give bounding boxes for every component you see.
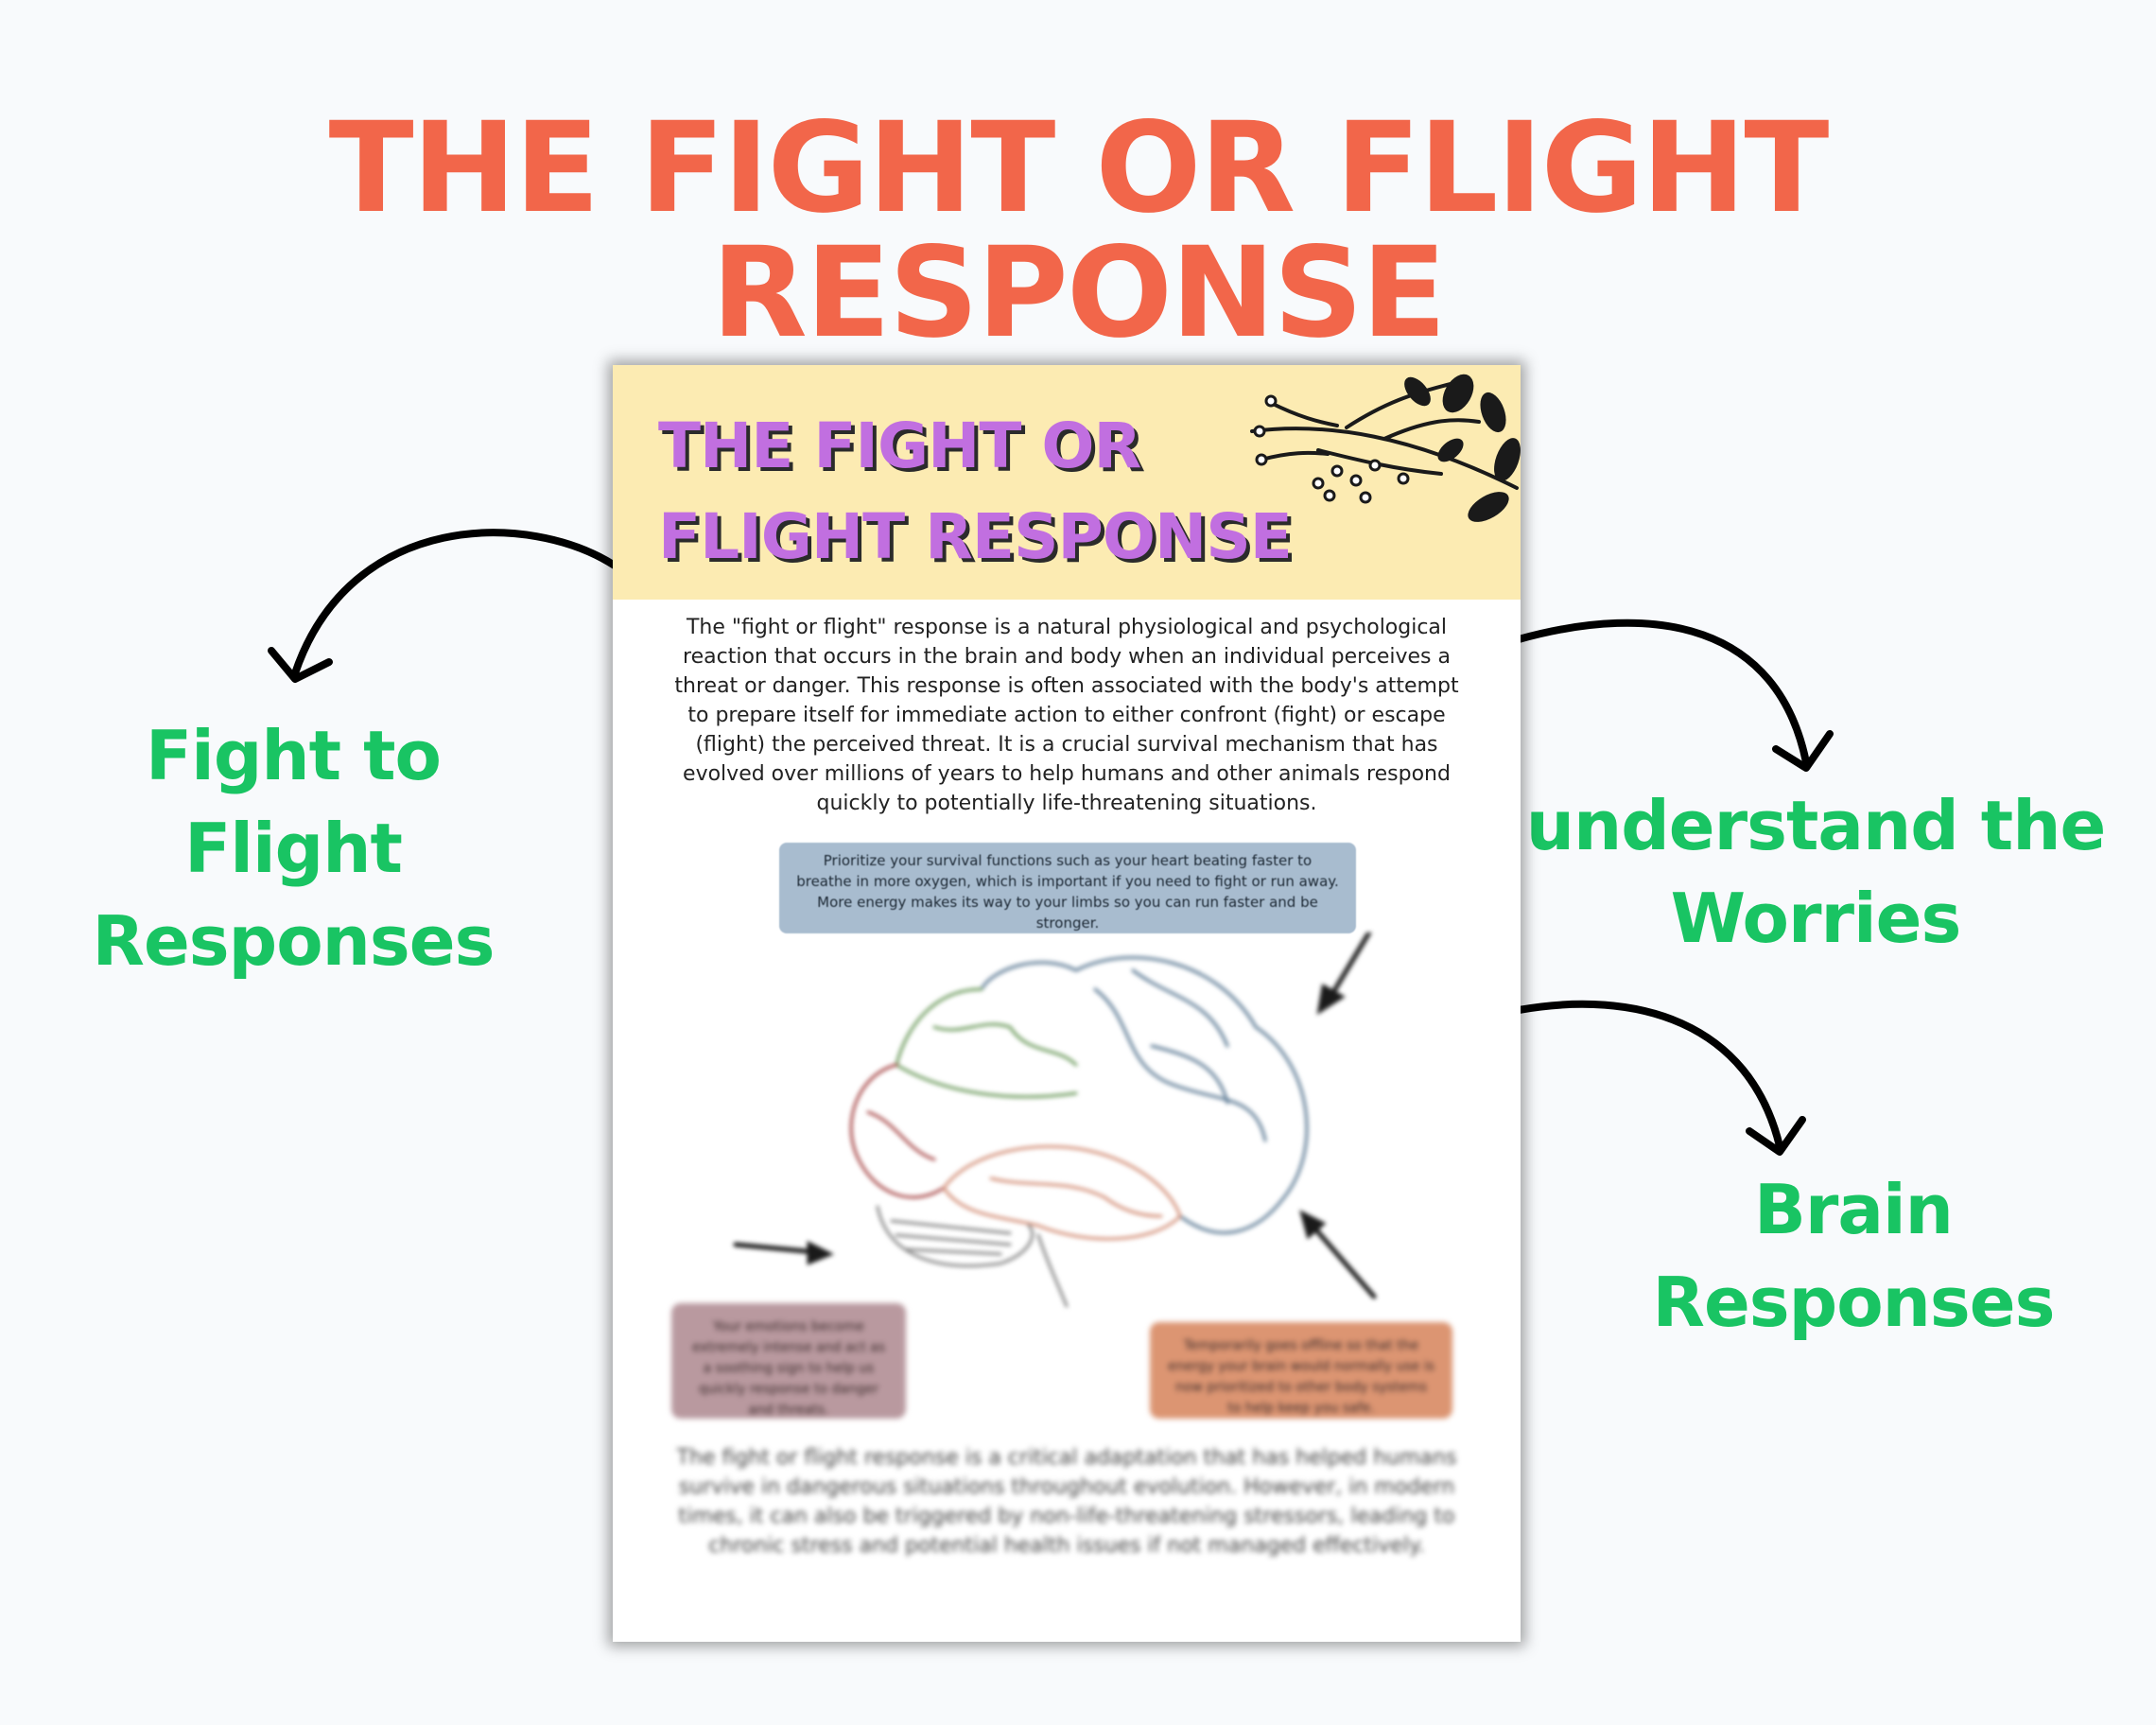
arrow-right-top-head — [1772, 730, 1834, 772]
arrow-right-bottom-curve — [1515, 1000, 1783, 1150]
conclusion-paragraph: The fight or flight response is a critic… — [676, 1446, 1457, 1558]
info-box-text: Prioritize your survival functions such … — [796, 852, 1339, 932]
label-brain-responses: Brain Responses — [1608, 1163, 2099, 1349]
sheet-title-line: FLIGHT RESPONSE — [658, 500, 1293, 573]
info-box-text: Temporarily goes offline so that the ene… — [1168, 1338, 1434, 1416]
label-fight-to-flight: Fight to Flight Responses — [38, 709, 548, 987]
info-box-text: Your emotions become extremely intense a… — [691, 1319, 886, 1418]
sheet-title-line: THE FIGHT OR — [658, 409, 1141, 482]
intro-paragraph: The "fight or flight" response is a natu… — [674, 616, 1459, 815]
label-line: Responses — [1652, 1263, 2056, 1342]
sheet-header — [613, 365, 1521, 600]
arrow-right-top-curve — [1515, 619, 1810, 766]
branch-illustration — [1250, 374, 1521, 522]
label-line: understand the — [1525, 786, 2107, 865]
label-understand-worries: understand the Worries — [1513, 779, 2118, 965]
arrow-left-head — [268, 647, 333, 683]
label-line: Responses — [92, 901, 496, 981]
page-title: THE FIGHT OR FLIGHT RESPONSE — [328, 96, 1830, 366]
arrow-right-bottom-head — [1746, 1116, 1806, 1156]
worksheet-preview: THE FIGHT OR FLIGHT RESPONSE The "fight … — [613, 365, 1521, 1642]
brain-illustration — [733, 932, 1377, 1308]
info-box-emotions: Your emotions become extremely intense a… — [671, 1303, 906, 1419]
label-line: Brain — [1754, 1170, 1954, 1249]
label-line: Worries — [1670, 879, 1962, 958]
label-line: Fight to Flight — [145, 716, 442, 888]
info-box-offline: Temporarily goes offline so that the ene… — [1150, 1322, 1452, 1419]
arrow-left-curve — [291, 529, 618, 677]
sheet-title: THE FIGHT OR FLIGHT RESPONSE — [658, 401, 1293, 583]
info-box-survival: Prioritize your survival functions such … — [779, 843, 1356, 933]
